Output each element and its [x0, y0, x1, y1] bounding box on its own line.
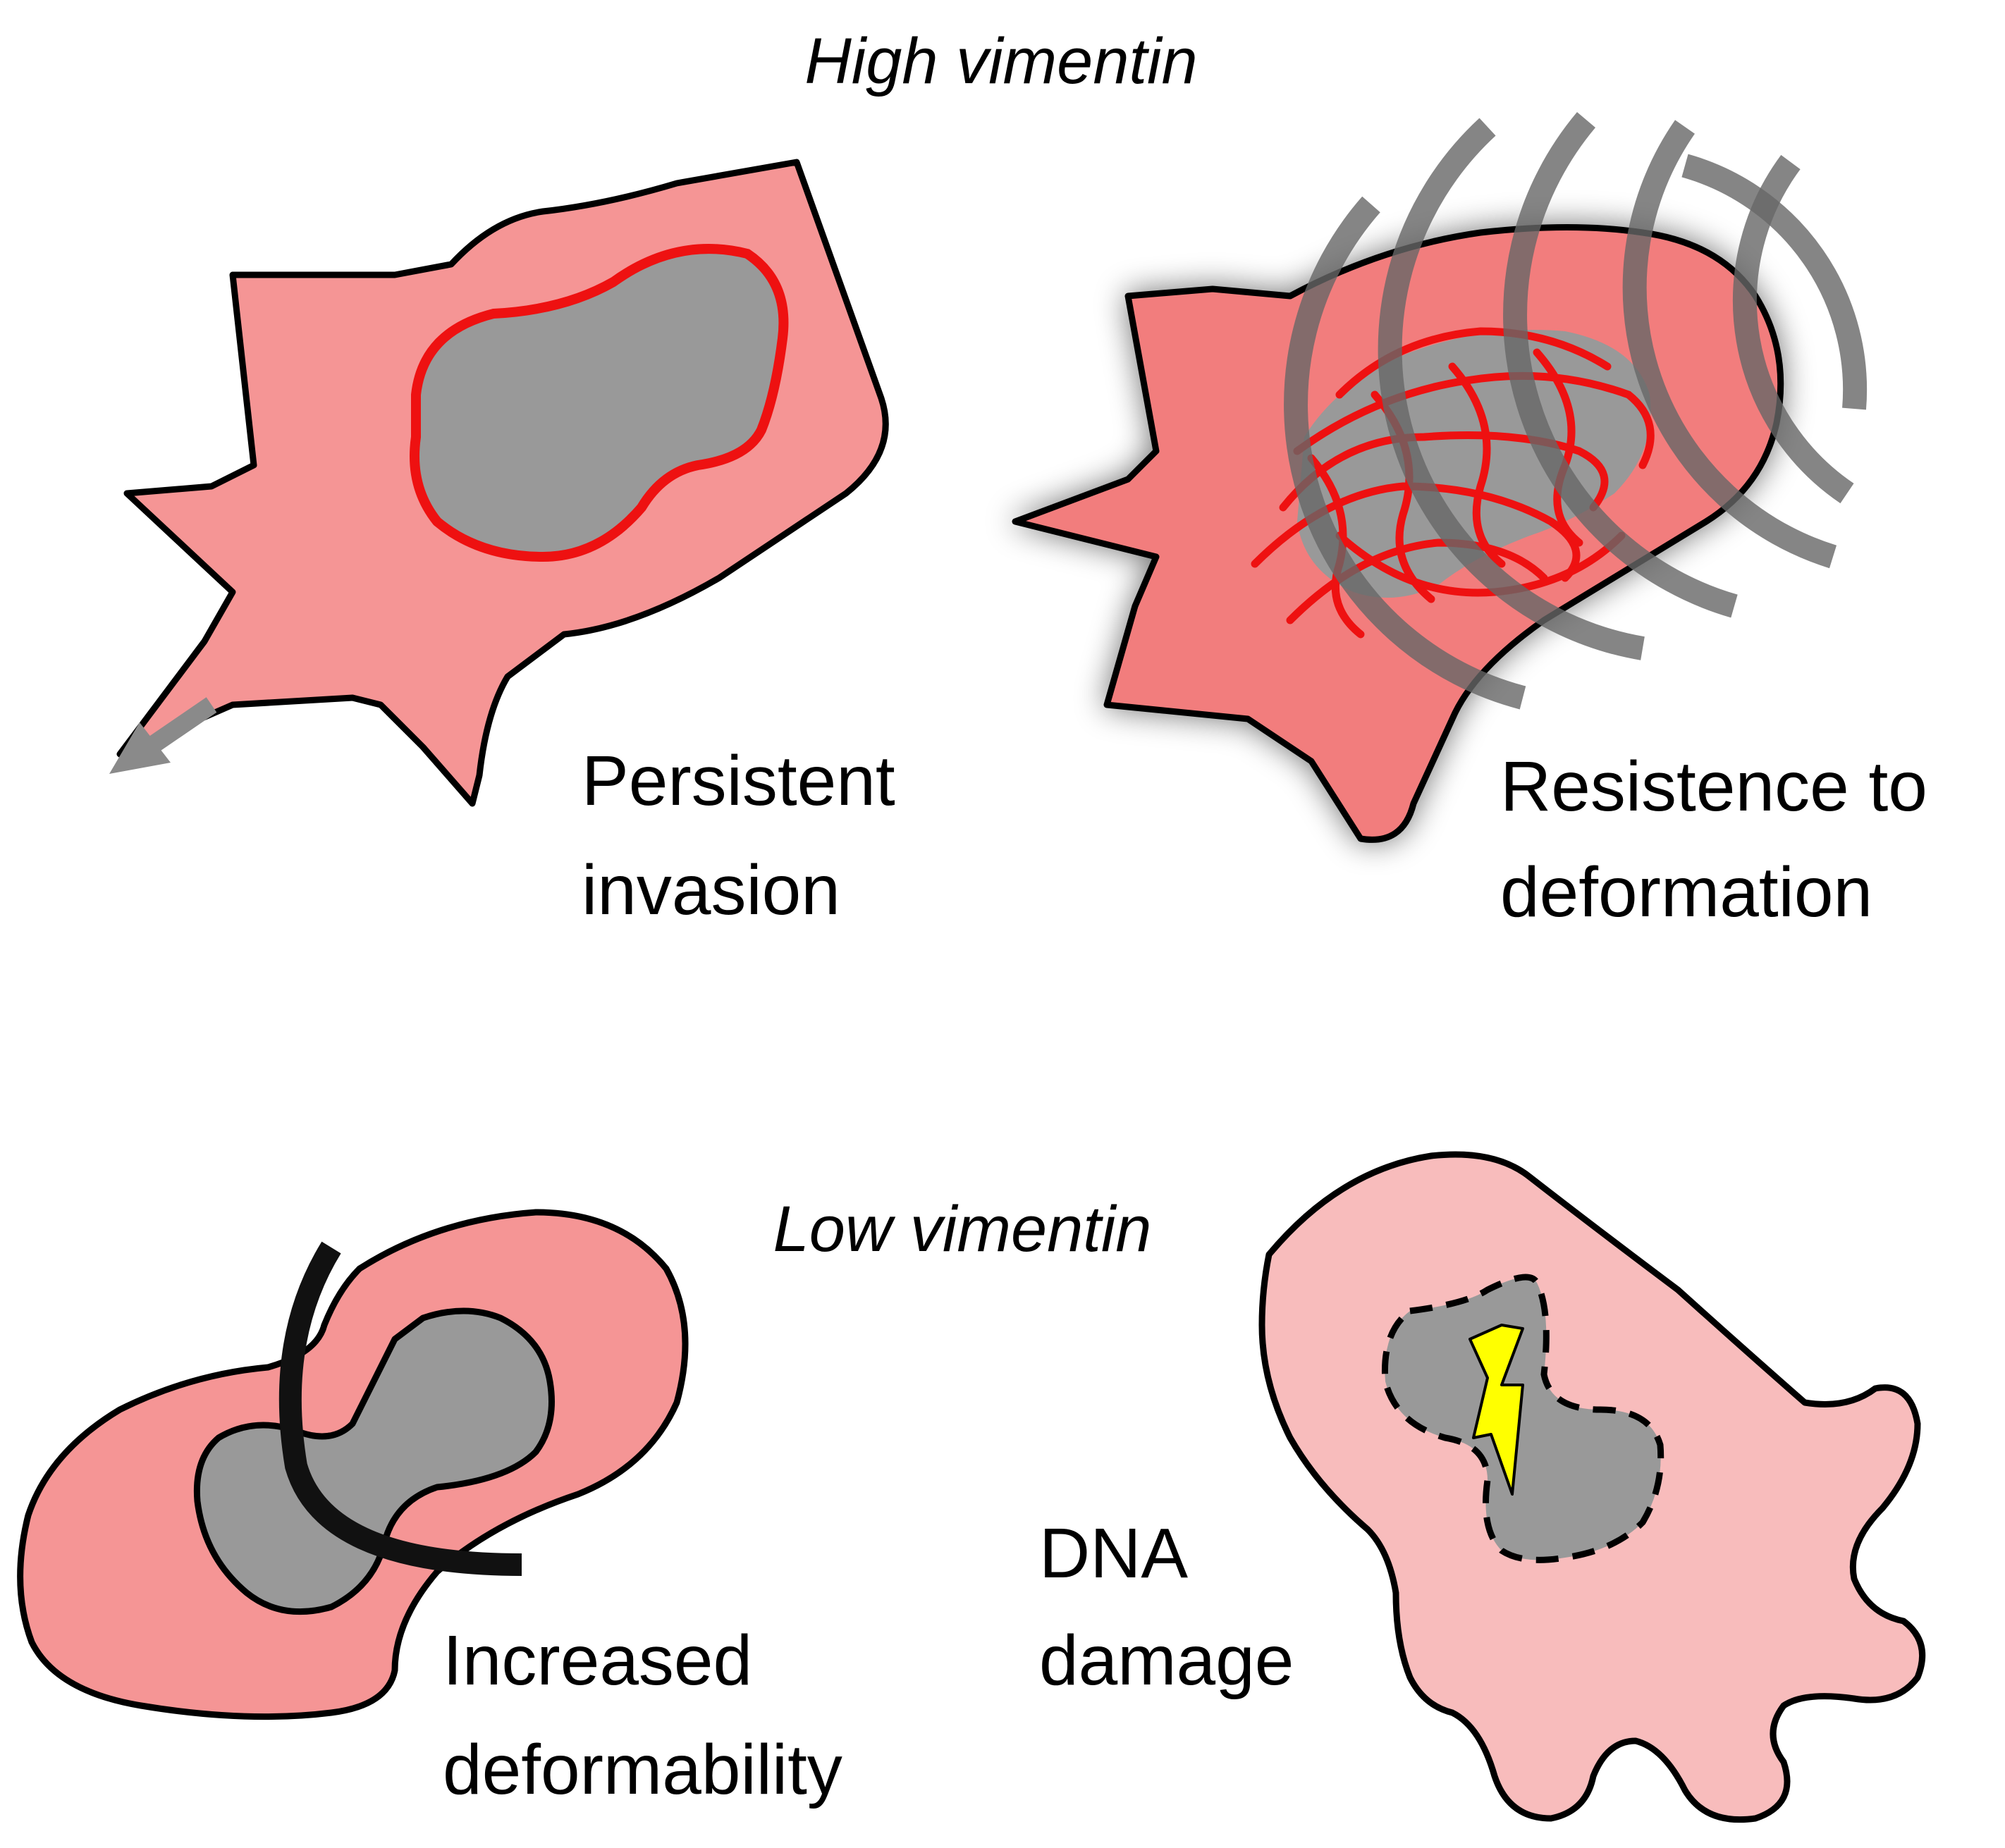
nucleus — [1381, 1274, 1664, 1563]
caption-resistance-1: Resistence to — [1500, 747, 1927, 826]
cell-persistent-invasion — [109, 159, 889, 807]
heading-low-vimentin: Low vimentin — [773, 1193, 1152, 1265]
caption-dna-damage-1: DNA — [1039, 1514, 1188, 1593]
heading-high-vimentin: High vimentin — [804, 25, 1197, 97]
arrow-down-left-icon — [109, 697, 217, 774]
caption-resistance-2: deformation — [1500, 853, 1872, 932]
caption-persistent-invasion-1: Persistent — [582, 741, 895, 820]
cell-dna-damage — [1258, 1151, 1926, 1823]
caption-dna-damage-2: damage — [1039, 1621, 1294, 1700]
pressure-waves-icon — [1284, 112, 1868, 710]
constriction-arc-icon — [278, 1241, 522, 1576]
lightning-bolt-icon — [1469, 1324, 1524, 1496]
caption-deformability-1: Increased — [443, 1621, 752, 1700]
caption-persistent-invasion-2: invasion — [582, 851, 840, 930]
cell-resistance-to-deformation — [1012, 112, 1868, 843]
nucleus — [410, 244, 789, 562]
cell-increased-deformability — [17, 1209, 689, 1720]
caption-deformability-2: deformability — [443, 1730, 842, 1809]
